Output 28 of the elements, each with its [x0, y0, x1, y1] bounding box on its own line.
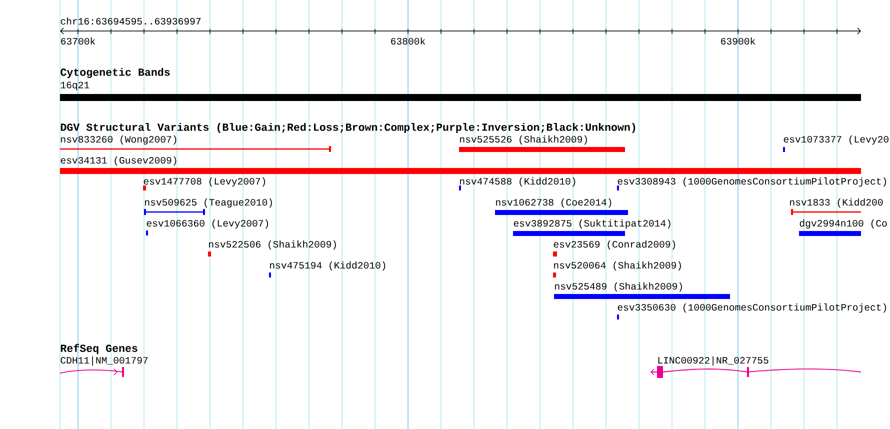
- track-title: DGV Structural Variants (Blue:Gain;Red:Loss;Brown:Complex;Purple:Inversion;Black:Unknown): [60, 122, 636, 134]
- feature-label: nsv509625 (Teague2010): [145, 198, 272, 208]
- feature-label: nsv522506 (Shaikh2009): [209, 240, 336, 250]
- feature-label: nsv1062738 (Coe2014): [496, 198, 612, 208]
- feature-label: nsv525526 (Shaikh2009): [460, 135, 587, 145]
- feature-label: esv3892875 (Suktitipat2014): [514, 219, 670, 229]
- feature-label: nsv833260 (Wong2007): [61, 135, 176, 145]
- feature-label: esv34131 (Gusev2009): [60, 156, 176, 166]
- feature-label: esv3308943 (1000GenomesConsortiumPilotProject): [618, 177, 886, 187]
- tick-label: 63800k: [391, 37, 426, 45]
- feature-label: CDH11|NM_001797: [60, 356, 148, 366]
- feature-label: nsv525489 (Shaikh2009): [555, 282, 682, 292]
- feature-label: 16q21: [60, 82, 90, 90]
- feature-label: esv1066360 (Levy2007): [146, 219, 268, 229]
- tick-label: 63900k: [721, 37, 756, 45]
- feature-label: esv23569 (Conrad2009): [554, 240, 676, 250]
- feature-label: esv1477708 (Levy2007): [144, 177, 266, 187]
- feature-label: esv3350630 (1000GenomesConsortiumPilotProject): [618, 303, 886, 313]
- feature-label: nsv474588 (Kidd2010): [460, 177, 576, 187]
- feature-label: nsv520064 (Shaikh2009): [554, 261, 681, 271]
- track-title: Cytogenetic Bands: [60, 68, 170, 78]
- tick-label: 63700k: [61, 37, 96, 45]
- feature-label: esv1073377 (Levy20: [784, 135, 888, 145]
- feature-label: LINC00922|NR_027755: [658, 356, 768, 366]
- coordinate-label: chr16:63694595..63936997: [60, 17, 201, 25]
- feature-label: nsv475194 (Kidd2010): [270, 261, 386, 271]
- feature-label: dgv2994n100 (Co: [800, 219, 887, 229]
- feature-label: nsv1833 (Kidd200: [790, 198, 883, 208]
